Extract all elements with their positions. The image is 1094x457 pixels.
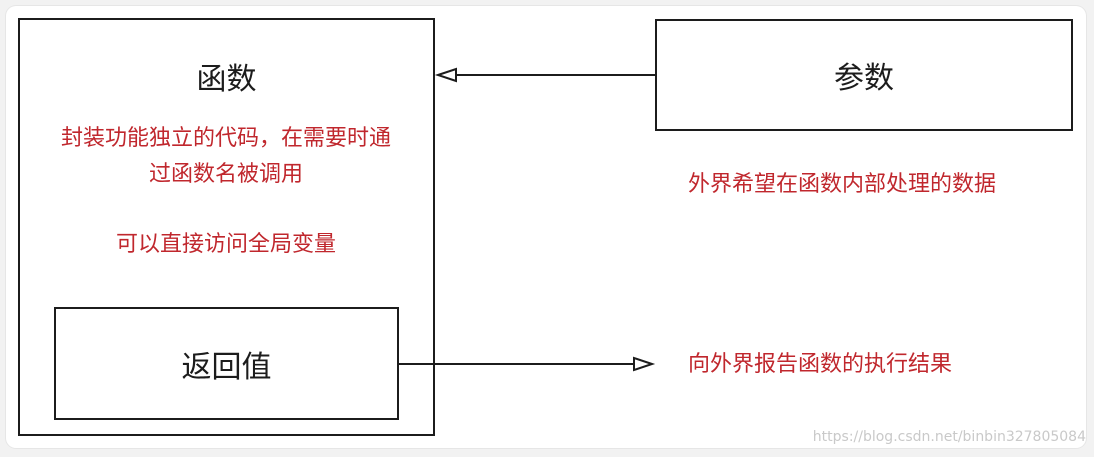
watermark-text: https://blog.csdn.net/binbin327805084 bbox=[812, 429, 1086, 445]
function-description-main: 封装功能独立的代码，在需要时通 过函数名被调用 bbox=[24, 121, 428, 193]
parameter-box: 参数 bbox=[655, 19, 1073, 131]
function-description-line3: 可以直接访问全局变量 bbox=[115, 232, 336, 257]
parameter-title: 参数 bbox=[834, 61, 894, 96]
return-value-title: 返回值 bbox=[181, 349, 272, 385]
function-description-line2: 过函数名被调用 bbox=[148, 162, 303, 187]
return-description: 向外界报告函数的执行结果 bbox=[688, 352, 953, 377]
function-title: 函数 bbox=[196, 62, 257, 97]
function-description-line1: 封装功能独立的代码，在需要时通 bbox=[60, 126, 391, 151]
parameter-description: 外界希望在函数内部处理的数据 bbox=[688, 172, 997, 197]
return-value-box: 返回值 bbox=[54, 307, 399, 420]
